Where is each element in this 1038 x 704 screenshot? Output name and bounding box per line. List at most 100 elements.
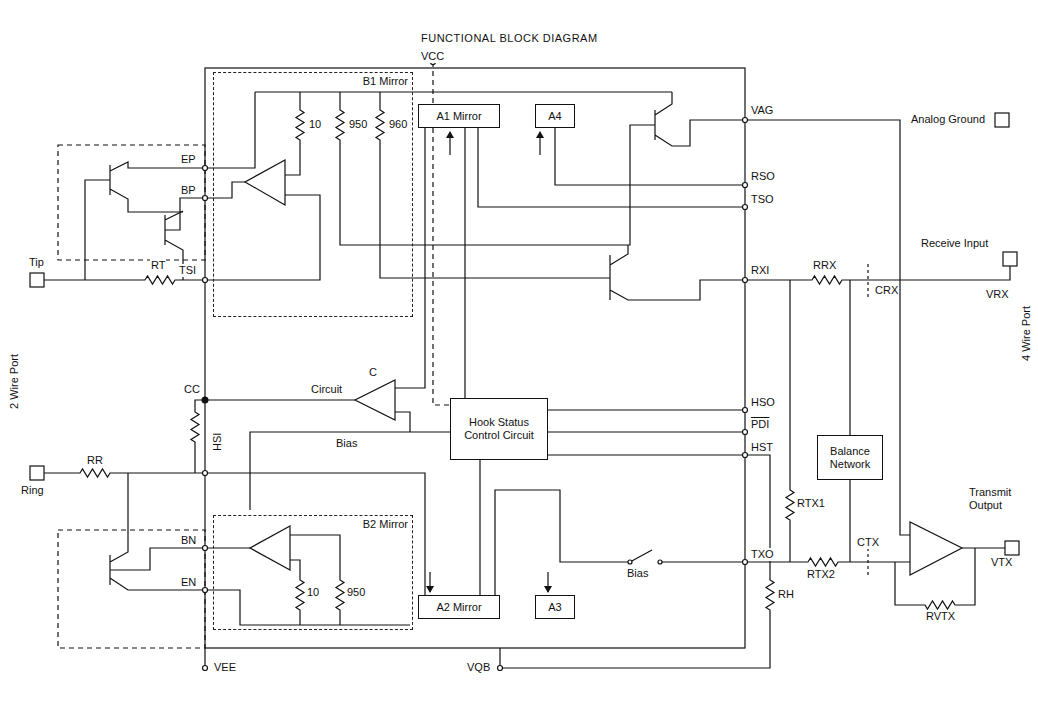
block-box: A1 Mirror [418,104,500,128]
wire [849,280,850,562]
resistor-symbol [895,548,975,609]
top-bus [255,91,672,92]
transistor-symbol [110,473,205,590]
pin-label: TSO [750,193,775,206]
pin-circles [203,60,748,671]
component-label: CTX [856,536,880,549]
pin-label: CC [183,383,201,396]
node-text: A3 [547,601,562,614]
pin-label: TXO [750,548,775,561]
pin-label: RXI [750,264,770,277]
signal-label: VRX [985,288,1010,301]
current-arrow [429,572,430,592]
tip-wire [44,276,205,284]
component-label: RTX2 [806,568,836,581]
terminal-square [30,466,44,480]
node-text: A4 [547,110,562,123]
block-label: Circuit [310,383,343,396]
supply-label: VQB [466,661,491,674]
terminal-square [1003,252,1017,266]
diagram-title: FUNCTIONAL BLOCK DIAGRAM [420,32,599,45]
pin-label: EN [180,576,197,589]
resistor-symbol [290,535,344,625]
signal-label: Bias [335,437,358,450]
pin-label: TSI [178,264,197,277]
node-text: B2 Mirror [362,518,409,531]
node-text: A2 Mirror [435,601,482,614]
resistor-value: 950 [346,586,366,599]
component-label: RR [86,454,104,467]
resistor-value: 10 [306,586,320,599]
pin-label: EP [180,153,197,166]
port-label: 4 Wire Port [1020,305,1033,362]
amplifier-symbol [355,380,395,420]
wire [395,412,410,432]
component-label: RVTX [925,610,956,623]
node-text: Hook Status Control Circuit [451,416,547,442]
resistor-symbol [285,92,304,175]
resistor-value: 950 [348,118,368,131]
ic-outline [205,68,745,648]
block-label: C [368,366,378,379]
terminal-label: Transmit Output [968,486,1032,512]
wire [962,547,1005,548]
control-box: Hook Status Control Circuit [450,398,548,460]
node-text: A1 Mirror [435,110,482,123]
node-text: B1 Mirror [362,75,409,88]
terminal-label: Analog Ground [910,113,986,126]
wire [495,490,600,595]
pin-label: HSI [211,432,224,452]
resistor-symbol [786,280,794,562]
wire [479,460,480,595]
amplifier-symbol [910,522,962,575]
network-box: Balance Network [817,435,883,480]
rx-wire [745,266,1010,284]
bn-wire [205,547,250,548]
wire [464,128,465,398]
external-transistor-region [58,145,205,260]
pin-label: BN [180,534,197,547]
current-arrow [547,572,548,592]
bp-wire [205,182,245,198]
signal-label: VTX [990,556,1013,569]
resistor-symbol [500,455,774,668]
terminal-label: Tip [28,256,45,269]
supply-label: VCC [420,50,445,63]
amplifier-symbol [250,526,290,570]
rso-wire [555,128,745,185]
switch-symbol [600,550,745,562]
component-label: RTX1 [796,497,826,510]
tsi-wire [205,195,320,280]
terminal-square [1005,541,1019,555]
transistor-symbol [655,92,910,535]
terminal-label: Receive Input [920,237,989,250]
supply-wire [205,648,500,668]
terminal-square [30,273,44,287]
mirror-region: B2 Mirror [213,515,413,630]
resistor-symbol [290,560,304,625]
pin-label: PDI [750,418,770,431]
component-label: RT [150,259,166,272]
junction-dot [202,397,209,404]
block-box: A2 Mirror [418,595,500,619]
pin-label: HST [750,441,774,454]
capacitor-symbol [867,264,868,578]
terminal-label: Ring [20,484,45,497]
component-label: RH [777,588,795,601]
wire [545,410,745,432]
resistor-symbol [336,92,655,245]
transistor-symbol [85,162,205,280]
current-arrow [449,132,450,155]
amplifier-symbol [245,160,285,205]
component-label: CRX [874,284,899,297]
block-box: A3 [535,595,575,619]
block-box: A4 [535,104,575,128]
tso-wire [478,128,745,207]
transistor-symbol [610,245,745,300]
component-label: RRX [812,259,837,272]
mirror-region: B1 Mirror [213,72,413,317]
pin-label: RSO [750,170,776,183]
wire [395,128,425,388]
